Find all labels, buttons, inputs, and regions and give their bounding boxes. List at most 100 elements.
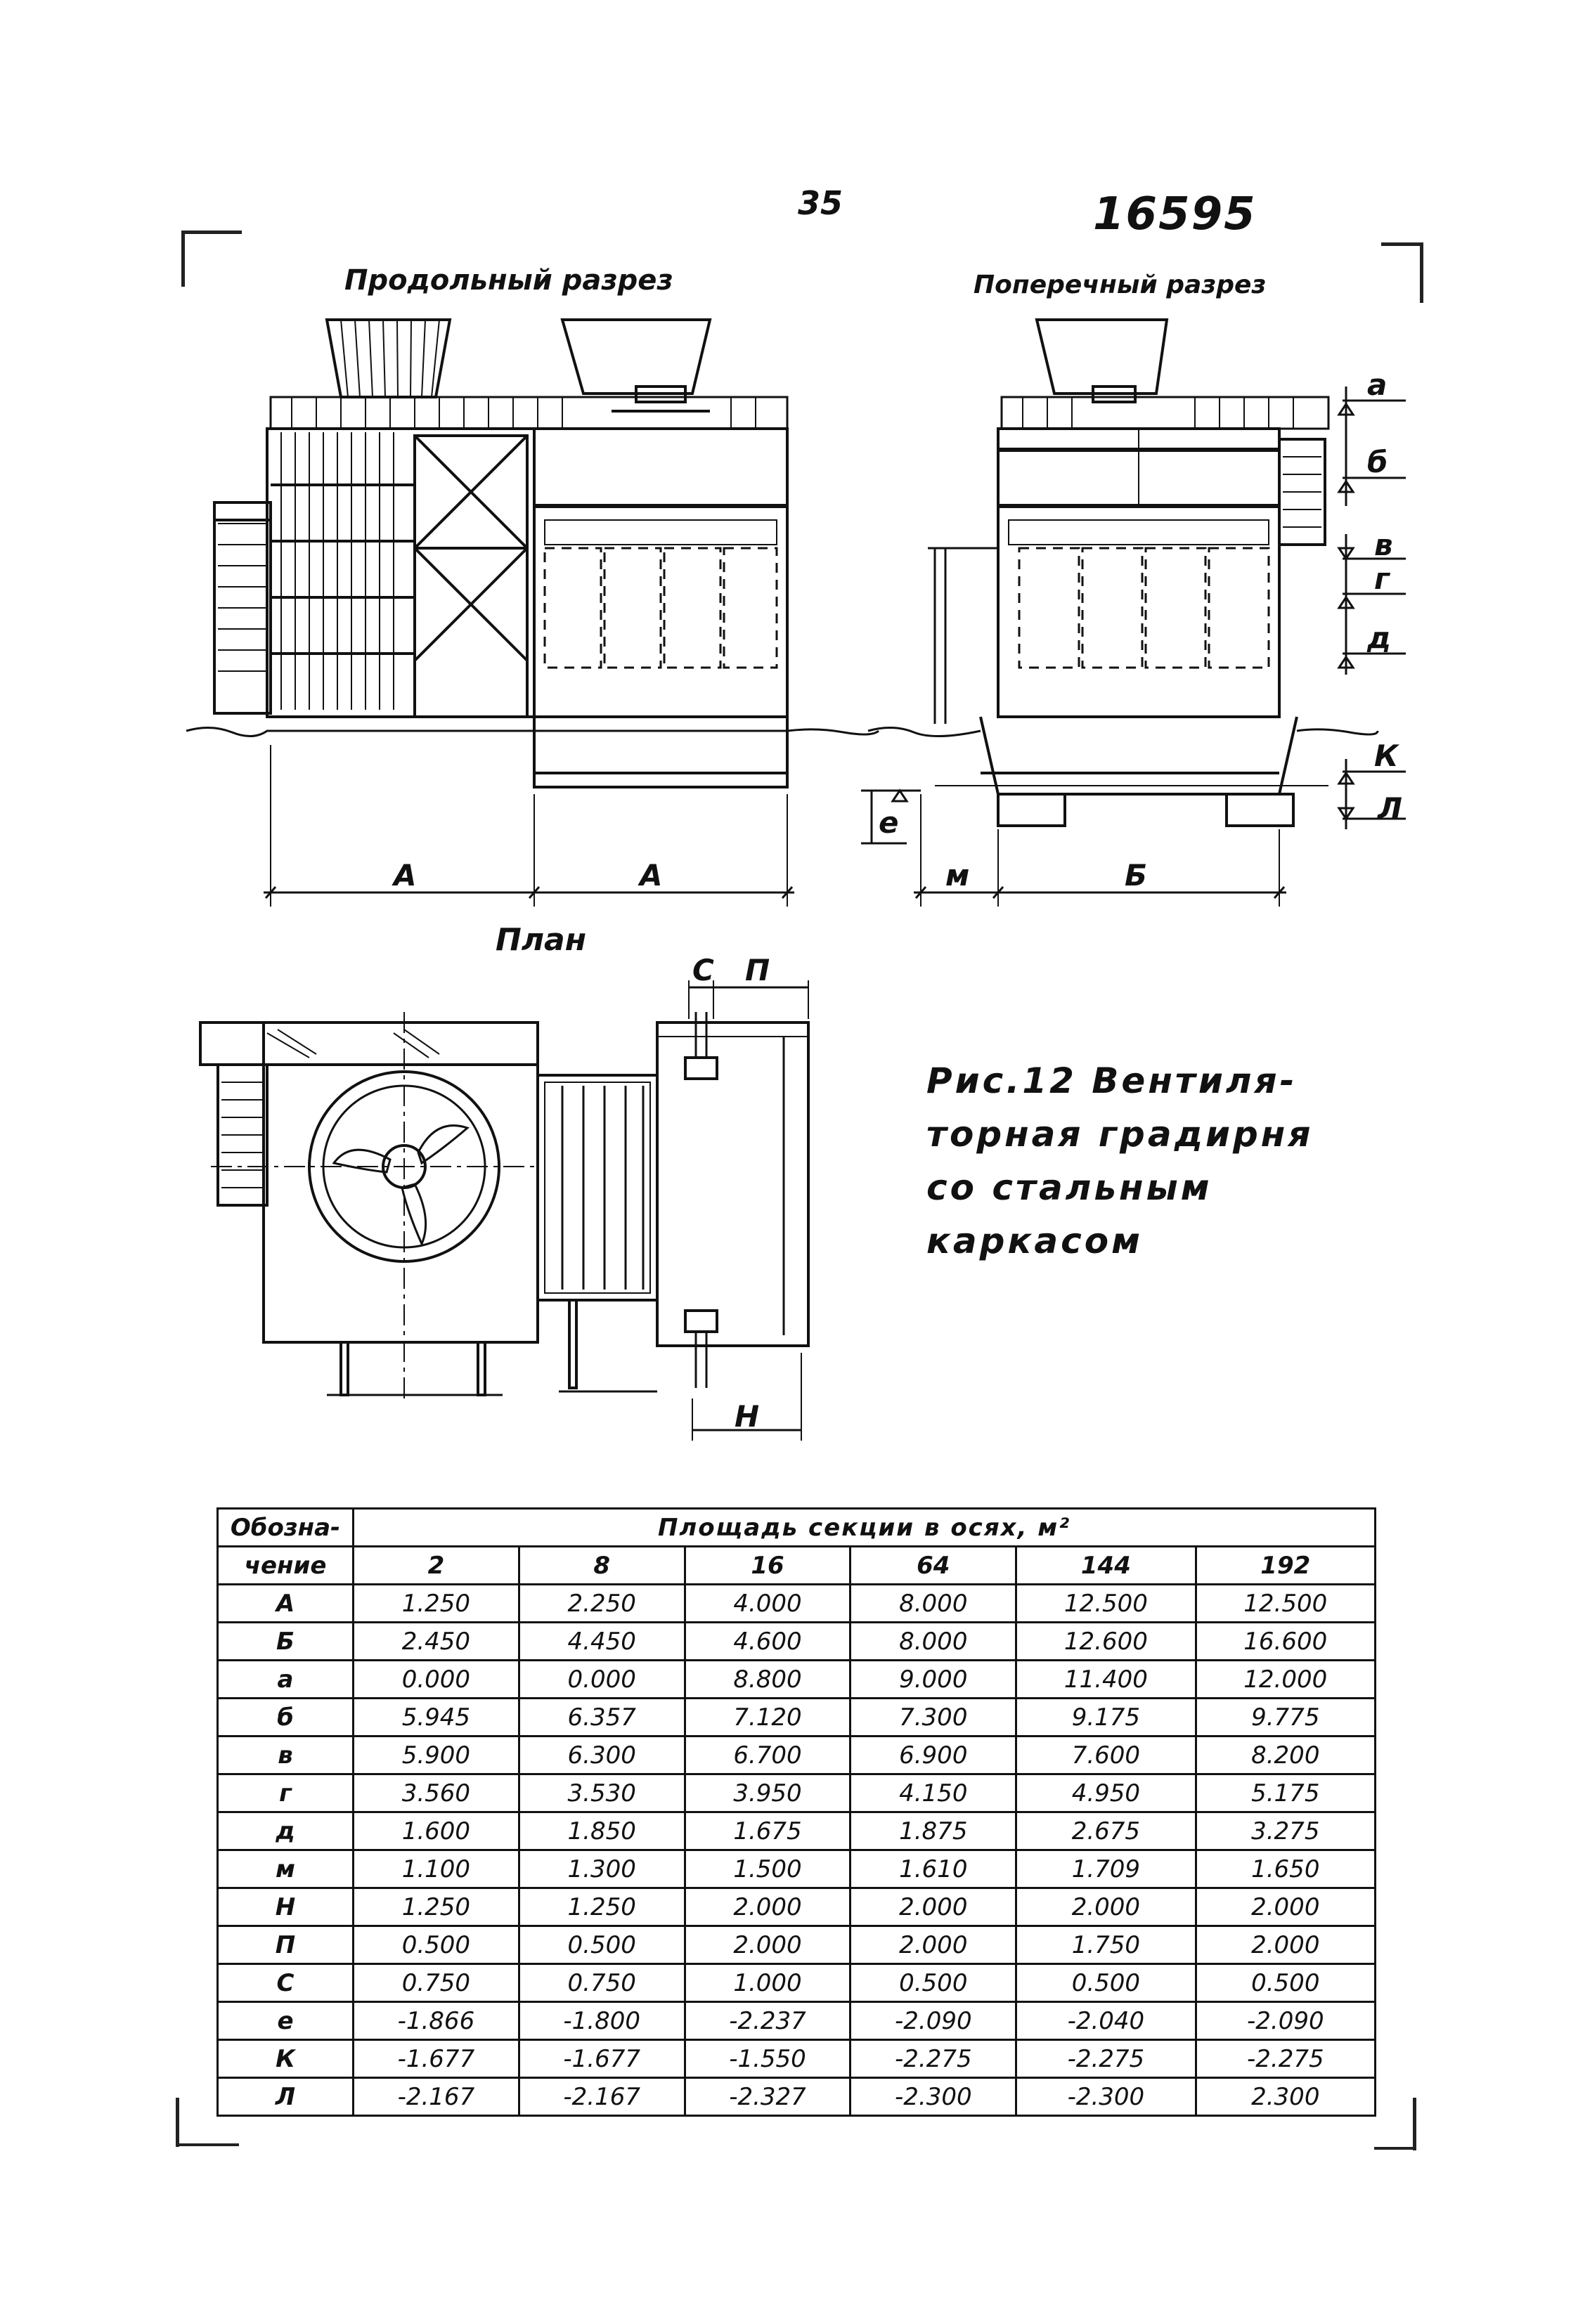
table-cell: 4.450 [517,1621,686,1661]
table-cell: 4.150 [849,1773,1018,1813]
table-cell: 3.560 [352,1773,520,1813]
table-cell: 6.300 [517,1735,686,1775]
longitudinal-section-title: Продольный разрез [344,264,673,297]
table-columns-row: чение 2 8 16 64 144 192 [216,1545,1377,1585]
frame-mark-bottom-right-h [1374,2147,1416,2150]
caption-line-1: Рис.12 Вентиля- [926,1060,1298,1101]
table-cell: -2.040 [1015,2001,1197,2041]
row-designation: П [216,1925,354,1965]
table-row: К-1.677-1.677-1.550-2.275-2.275-2.275 [216,2039,1377,2079]
table-cell: -1.677 [352,2039,520,2079]
column-header: 64 [849,1545,1018,1585]
table-cell: 0.500 [1015,1963,1197,2003]
table-cell: 9.175 [1015,1697,1197,1737]
table-cell: 7.300 [849,1697,1018,1737]
row-designation: м [216,1849,354,1889]
table-cell: 1.250 [352,1887,520,1927]
table-cell: -2.090 [849,2001,1018,2041]
table-cell: 2.000 [849,1925,1018,1965]
dim-label-a-left: А [392,858,417,892]
table-cell: 9.000 [849,1659,1018,1699]
table-cell: 5.175 [1194,1773,1377,1813]
designation-header-bottom: чение [216,1545,354,1585]
column-header: 144 [1015,1545,1197,1585]
table-cell: 9.775 [1194,1697,1377,1737]
table-cell: 7.120 [683,1697,852,1737]
table-cell: 1.750 [1015,1925,1197,1965]
table-cell: 2.000 [683,1887,852,1927]
table-cell: 4.600 [683,1621,852,1661]
row-designation: е [216,2001,354,2041]
table-cell: 1.500 [683,1849,852,1889]
column-header: 192 [1194,1545,1377,1585]
table-cell: 1.610 [849,1849,1018,1889]
table-cell: 1.000 [683,1963,852,2003]
table-cell: 3.950 [683,1773,852,1813]
figure-caption: Рис.12 Вентиля- торная градирня со сталь… [926,1054,1418,1268]
table-cell: 5.900 [352,1735,520,1775]
level-label-d: д [1366,621,1391,655]
dim-label-m: м [945,858,969,892]
row-designation: д [216,1811,354,1851]
row-designation: А [216,1583,354,1623]
row-designation: в [216,1735,354,1775]
designation-header-top: Обозна- [216,1507,354,1547]
table-cell: 1.300 [517,1849,686,1889]
table-cell: 0.500 [517,1925,686,1965]
table-cell: 2.000 [849,1887,1018,1927]
table-cell: 0.750 [517,1963,686,2003]
table-cell: 1.250 [517,1887,686,1927]
row-designation: С [216,1963,354,2003]
table-cell: 8.000 [849,1621,1018,1661]
table-cell: 3.275 [1194,1811,1377,1851]
row-designation: г [216,1773,354,1813]
table-cell: -2.090 [1194,2001,1377,2041]
row-designation: а [216,1659,354,1699]
dim-label-e: е [879,805,899,840]
row-designation: Б [216,1621,354,1661]
table-cell: 4.000 [683,1583,852,1623]
table-cell: 1.709 [1015,1849,1197,1889]
cross-section-title: Поперечный разрез [974,271,1267,299]
table-cell: 2.000 [1015,1887,1197,1927]
table-cell: 1.875 [849,1811,1018,1851]
table-cell: 4.950 [1015,1773,1197,1813]
caption-line-3: со стальным [926,1167,1212,1208]
caption-line-4: каркасом [926,1221,1144,1261]
table-cell: -2.327 [683,2077,852,2117]
table-cell: -2.237 [683,2001,852,2041]
table-cell: -2.300 [849,2077,1018,2117]
table-cell: 2.250 [517,1583,686,1623]
frame-mark-top-left-v [181,231,185,287]
table-cell: 12.000 [1194,1659,1377,1699]
table-cell: 1.600 [352,1811,520,1851]
table-cell: 6.700 [683,1735,852,1775]
table-cell: 6.900 [849,1735,1018,1775]
dim-label-p: П [745,953,770,987]
frame-mark-top-left-h [181,231,242,234]
caption-line-2: торная градирня [926,1114,1314,1155]
table-cell: 1.250 [352,1583,520,1623]
frame-mark-top-right-h [1381,242,1423,246]
row-designation: К [216,2039,354,2079]
frame-mark-bottom-right-v [1413,2098,1416,2150]
table-header-row: Обозна- Площадь секции в осях, м² [216,1507,1376,1547]
table-cell: 8.800 [683,1659,852,1699]
row-designation: Л [216,2077,354,2117]
table-cell: 7.600 [1015,1735,1197,1775]
section-area-header: Площадь секции в осях, м² [352,1507,1376,1547]
dim-label-b: Б [1125,858,1147,892]
frame-mark-top-right-v [1420,242,1423,303]
table-cell: -2.275 [1194,2039,1377,2079]
table-cell: 6.357 [517,1697,686,1737]
